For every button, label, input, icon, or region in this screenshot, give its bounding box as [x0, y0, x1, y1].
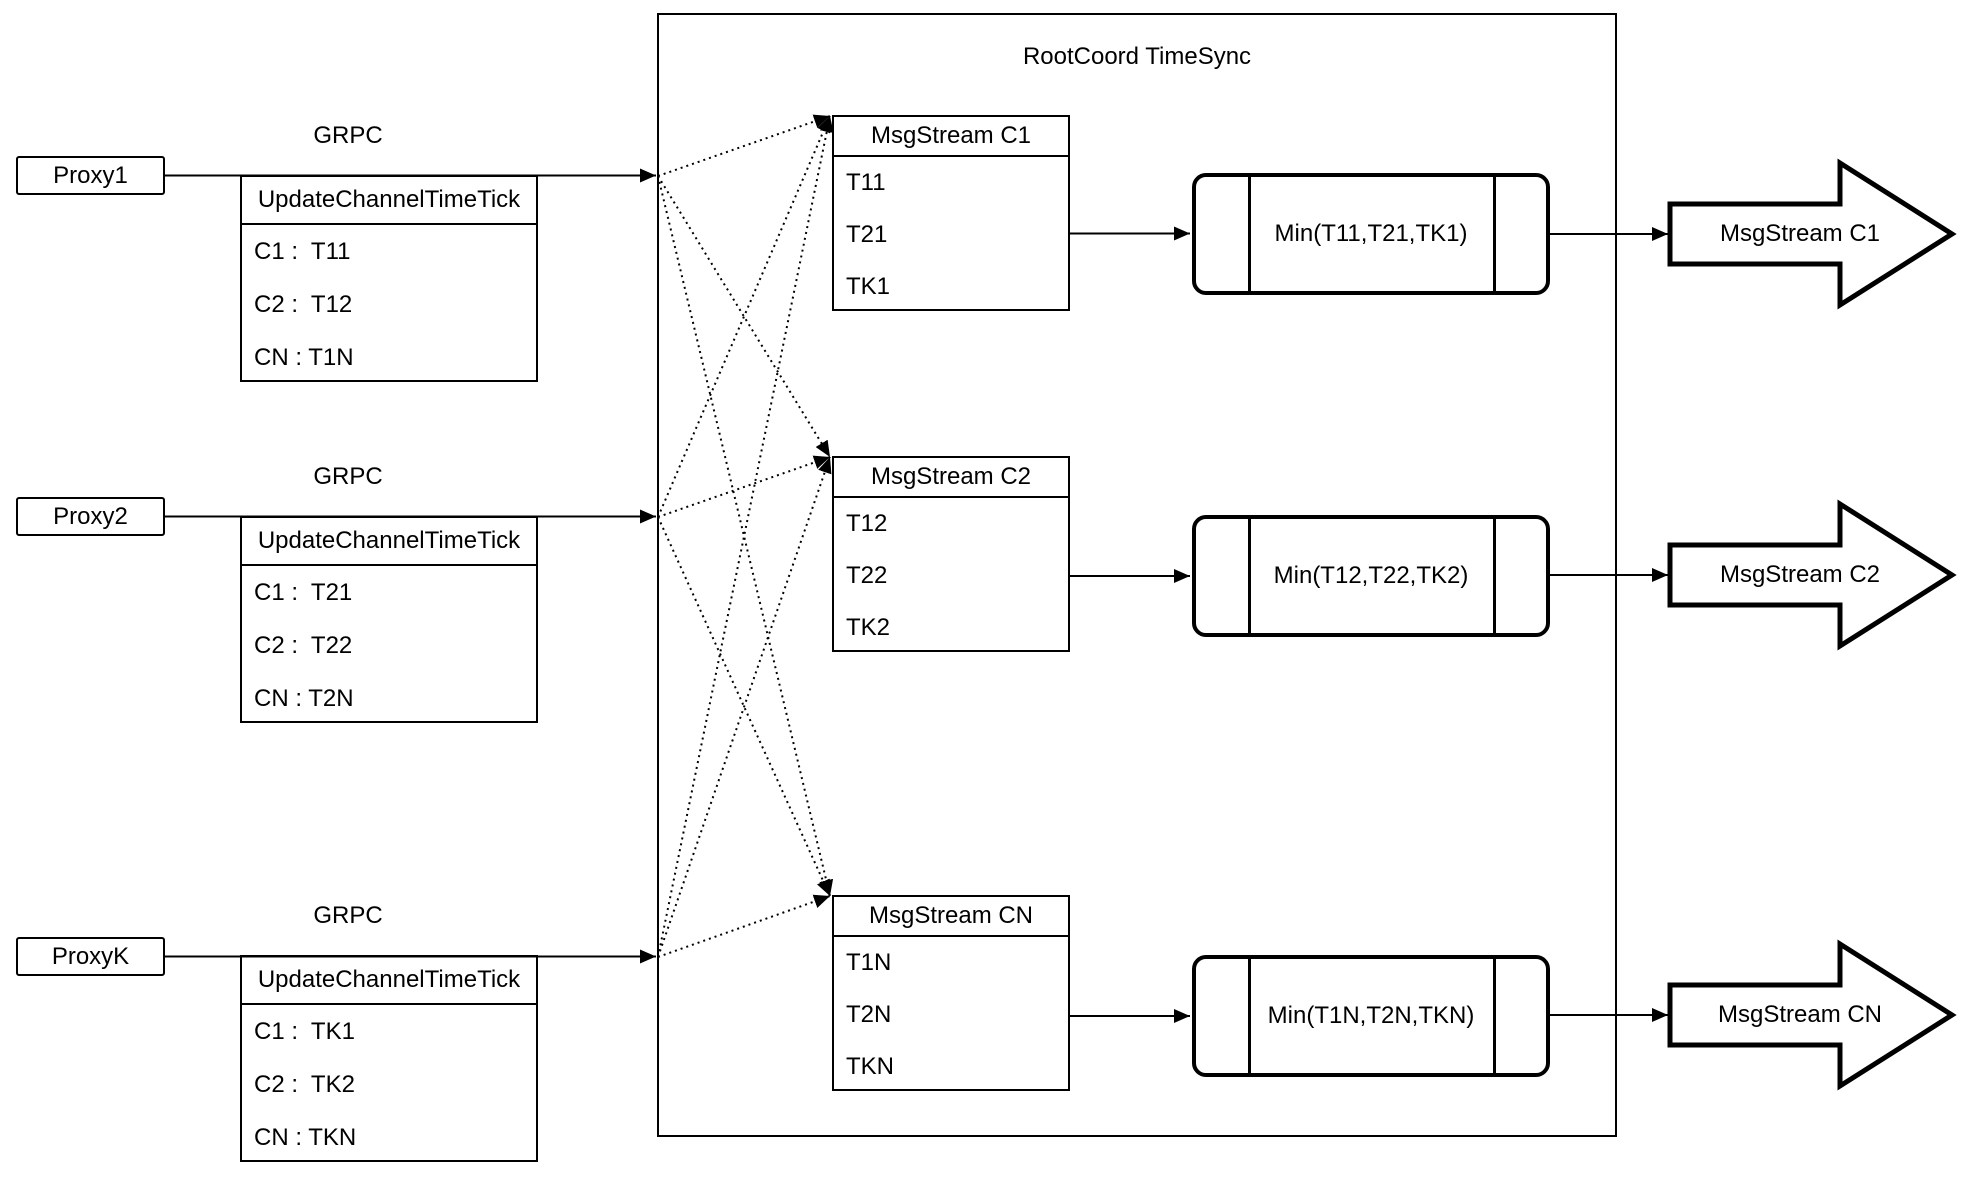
proxy1-row-c1: C1 : T11: [254, 237, 351, 265]
output-arrow-cn-label: MsgStream CN: [1717, 1001, 1883, 1028]
output-arrow-c1-label: MsgStream C1: [1719, 220, 1881, 247]
proxy2-label: Proxy2: [53, 502, 128, 530]
output-arrow-c2-label: MsgStream C2: [1719, 561, 1881, 588]
msgstream-c1-row-tk1: TK1: [846, 273, 891, 300]
proxy1-table-header: UpdateChannelTimeTick: [242, 177, 536, 225]
min-cn-label: Min(T1N,T2N,TKN): [1267, 1002, 1475, 1029]
proxy2-row-c2: C2 : T22: [254, 631, 353, 659]
proxy1-label: Proxy1: [53, 161, 128, 189]
output-arrow-cn-shape: [1667, 939, 1957, 1091]
proxyk-label: ProxyK: [51, 942, 130, 970]
min-c2-label: Min(T12,T22,TK2): [1273, 562, 1469, 589]
route-proxy1-stream-c1: [657, 114, 831, 177]
min-cn-right-divider: [1493, 959, 1496, 1073]
proxyk-row-c1: C1 : TK1: [254, 1017, 355, 1045]
min-cn-left-divider: [1248, 959, 1251, 1073]
msgstream-c2-row-t22: T22: [846, 562, 888, 589]
msgstream-c2-header: MsgStream C2: [834, 458, 1068, 498]
proxy2-table-header: UpdateChannelTimeTick: [242, 518, 536, 566]
msgstream-c2-table: MsgStream C2 T12 T22 TK2: [832, 456, 1070, 652]
route-proxy2-stream-c1: [657, 115, 831, 518]
msgstream-cn-table: MsgStream CN T1N T2N TKN: [832, 895, 1070, 1091]
min-c2-right-divider: [1493, 519, 1496, 633]
rootcoord-title: RootCoord TimeSync: [1022, 43, 1252, 70]
proxy1-row-c2: C2 : T12: [254, 290, 353, 318]
proxy2-row-c1: C1 : T21: [254, 578, 353, 606]
min-c1-left-divider: [1248, 177, 1251, 291]
min-c2-box: Min(T12,T22,TK2): [1192, 515, 1550, 637]
output-arrow-c1-shape: [1667, 158, 1957, 310]
proxy1-row-cn: CN : T1N: [254, 343, 354, 371]
output-arrow-c2-shape: [1667, 499, 1957, 651]
msgstream-c2-row-t12: T12: [846, 510, 888, 537]
route-proxyk-stream-cn: [657, 894, 831, 958]
min-c1-box: Min(T11,T21,TK1): [1192, 173, 1550, 295]
proxyk-table-header: UpdateChannelTimeTick: [242, 957, 536, 1005]
route-proxyk-stream-c2: [657, 456, 832, 958]
route-proxy2-stream-c2: [657, 455, 831, 518]
proxy2-row-cn: CN : T2N: [254, 684, 354, 712]
msgstream-cn-row-t2n: T2N: [846, 1001, 892, 1028]
proxyk-grpc-label: GRPC: [313, 902, 383, 929]
proxy1-box: Proxy1: [16, 156, 165, 195]
proxyk-row-c2: C2 : TK2: [254, 1070, 355, 1098]
proxyk-timetick-table: UpdateChannelTimeTick C1 : TK1 C2 : TK2 …: [240, 955, 538, 1162]
proxy1-timetick-table: UpdateChannelTimeTick C1 : T11 C2 : T12 …: [240, 175, 538, 382]
msgstream-c1-row-t21: T21: [846, 221, 888, 248]
proxy2-grpc-label: GRPC: [313, 463, 383, 490]
min-c1-right-divider: [1493, 177, 1496, 291]
msgstream-c1-row-t11: T11: [846, 169, 886, 196]
route-proxyk-stream-c1: [657, 115, 834, 958]
route-proxy1-stream-cn: [657, 175, 834, 897]
msgstream-c1-header: MsgStream C1: [834, 117, 1068, 157]
msgstream-c2-row-tk2: TK2: [846, 614, 891, 641]
min-cn-box: Min(T1N,T2N,TKN): [1192, 955, 1550, 1077]
proxy1-grpc-label: GRPC: [313, 122, 383, 149]
route-proxy1-stream-c2: [657, 175, 831, 458]
proxyk-row-cn: CN : TKN: [254, 1123, 357, 1151]
msgstream-cn-row-tkn: TKN: [846, 1053, 894, 1080]
msgstream-cn-header: MsgStream CN: [834, 897, 1068, 937]
msgstream-c1-table: MsgStream C1 T11 T21 TK1: [832, 115, 1070, 311]
min-c1-label: Min(T11,T21,TK1): [1274, 220, 1468, 247]
msgstream-cn-row-t1n: T1N: [846, 949, 892, 976]
proxyk-box: ProxyK: [16, 937, 165, 976]
min-c2-left-divider: [1248, 519, 1251, 633]
proxy2-box: Proxy2: [16, 497, 165, 536]
